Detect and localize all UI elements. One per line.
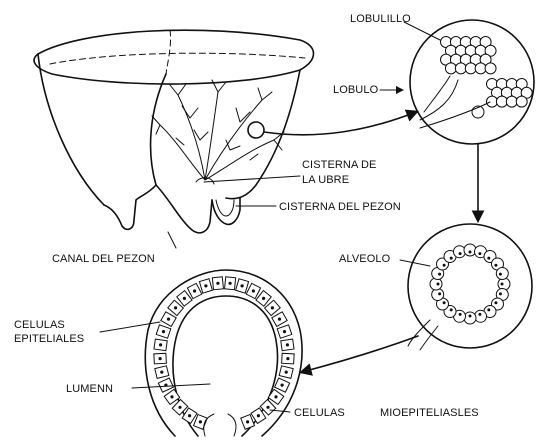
alveolo-magnified-view — [408, 224, 532, 350]
alveolo-cell — [454, 246, 466, 258]
cell-nucleus — [450, 308, 453, 311]
cell-nucleus — [271, 306, 274, 309]
alveolo-cell — [496, 268, 508, 280]
label-celulas: CELULAS — [294, 407, 345, 419]
cell-nucleus — [266, 406, 269, 409]
cell-nucleus — [438, 273, 441, 276]
cell-nucleus — [501, 283, 504, 286]
zoom-arrow-1 — [264, 112, 416, 135]
cell-nucleus — [487, 308, 490, 311]
alveolus-grape — [516, 96, 527, 107]
alveolo-cell-ring — [430, 244, 510, 324]
cell-nucleus — [159, 357, 162, 360]
udder-illustration — [34, 30, 313, 233]
cell-nucleus — [450, 257, 453, 260]
cell-nucleus — [204, 284, 207, 287]
text-labels: LOBULILLO LOBULO CISTERNA DE LA UBRE CIS… — [14, 13, 479, 419]
label-alveolo: ALVEOLO — [339, 253, 391, 265]
cell-nucleus — [478, 313, 481, 316]
cell-nucleus — [478, 252, 481, 255]
cell-nucleus — [246, 420, 249, 423]
cell-nucleus — [174, 306, 177, 309]
cell-nucleus — [278, 318, 281, 321]
cell-nucleus — [199, 420, 202, 423]
cell-nucleus — [499, 273, 502, 276]
label-lobulo: LOBULO — [333, 84, 379, 96]
cell-nucleus — [443, 301, 446, 304]
alveolo-cell — [464, 244, 476, 256]
cell-nucleus — [443, 264, 446, 267]
cell-nucleus — [469, 251, 472, 254]
cell-nucleus — [229, 282, 232, 285]
alveolo-cell — [464, 312, 476, 324]
cell-nucleus — [188, 414, 191, 417]
lobulillo-cluster — [441, 37, 497, 74]
cell-nucleus — [159, 343, 162, 346]
cell-nucleus — [286, 357, 289, 360]
cell-nucleus — [216, 282, 219, 285]
udder-lobule-spot — [248, 122, 264, 138]
alveolo-cell — [430, 278, 442, 290]
cell-nucleus — [193, 289, 196, 292]
alveolo-cell — [498, 278, 510, 290]
cell-nucleus — [178, 406, 181, 409]
cell-nucleus — [438, 292, 441, 295]
cell-nucleus — [459, 313, 462, 316]
cell-nucleus — [494, 301, 497, 304]
cell-nucleus — [459, 252, 462, 255]
label-cisterna-ubre-2: LA UBRE — [302, 174, 349, 186]
alveolo-cell — [432, 289, 444, 301]
cell-nucleus — [499, 292, 502, 295]
label-cisterna-ubre-1: CISTERNA DE — [302, 159, 376, 171]
cell-nucleus — [437, 283, 440, 286]
label-mioepiteliales: MIOEPITELIASLES — [380, 407, 479, 419]
leader-lines — [100, 22, 440, 412]
lobulo-cluster — [487, 79, 533, 108]
epithelial-cell-layer — [154, 277, 294, 429]
alveolo-cell — [475, 310, 487, 322]
cell-nucleus — [241, 284, 244, 287]
cell-nucleus — [494, 264, 497, 267]
cell-nucleus — [487, 257, 490, 260]
cell-nucleus — [257, 414, 260, 417]
cell-nucleus — [170, 395, 173, 398]
cell-nucleus — [162, 330, 165, 333]
alveolus-grape — [485, 63, 496, 74]
cell-nucleus — [285, 371, 288, 374]
label-celulas-epiteliales-2: EPITELIALES — [14, 333, 84, 345]
cell-nucleus — [183, 297, 186, 300]
label-canal-pezon: CANAL DEL PEZON — [52, 253, 155, 265]
cell-nucleus — [167, 318, 170, 321]
cell-nucleus — [469, 315, 472, 318]
label-lumen: LUMENN — [66, 383, 113, 395]
alveolus-grape — [506, 96, 517, 107]
label-cisterna-pezon: CISTERNA DEL PEZON — [279, 201, 401, 213]
cell-nucleus — [262, 297, 265, 300]
zoom-arrow-3 — [302, 336, 418, 372]
alveolus-grape — [487, 96, 498, 107]
lobule-magnified-view — [410, 20, 534, 144]
cell-nucleus — [252, 289, 255, 292]
label-lobulillo: LOBULILLO — [350, 13, 411, 25]
cell-nucleus — [281, 384, 284, 387]
alveolus-grape — [455, 63, 466, 74]
cell-nucleus — [274, 395, 277, 398]
cell-nucleus — [283, 330, 286, 333]
alveolus-grape — [445, 63, 456, 74]
alveolus-grape — [475, 63, 486, 74]
cell-nucleus — [286, 343, 289, 346]
alveolus-grape — [496, 96, 507, 107]
alveolus-grape — [465, 63, 476, 74]
cell-nucleus — [160, 371, 163, 374]
label-celulas-epiteliales-1: CELULAS — [14, 319, 65, 331]
